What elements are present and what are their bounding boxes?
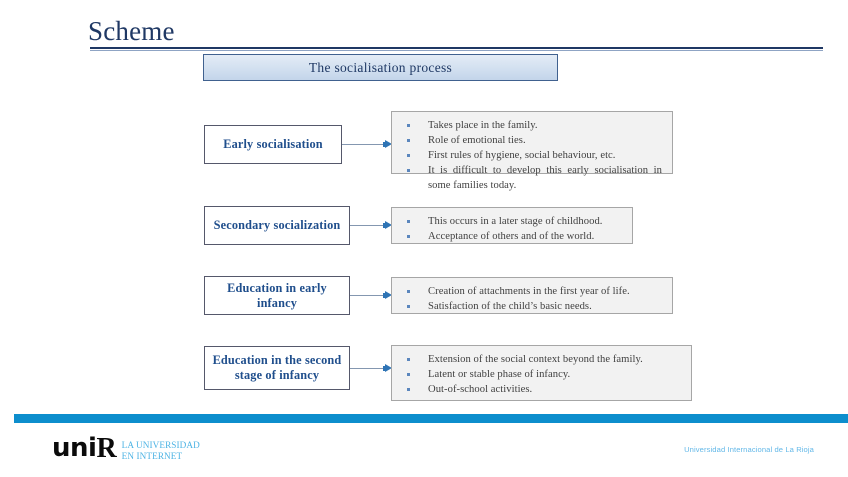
bullet-dot-icon — [407, 169, 410, 172]
arrow-shaft — [350, 295, 385, 296]
arrow-head-icon — [385, 140, 392, 148]
connector-arrow-row-1 — [342, 140, 392, 149]
title-underline — [90, 47, 823, 49]
stage-box-label: Education in early infancy — [227, 280, 327, 310]
list-item: Creation of attachments in the first yea… — [400, 284, 662, 299]
bullet-dot-icon — [407, 290, 410, 293]
unir-logo-tagline-line-1: LA UNIVERSIDAD — [121, 440, 200, 450]
arrow-tail-icon — [383, 223, 386, 228]
page-title: Scheme — [88, 16, 175, 46]
bullet-list: Takes place in the family. Role of emoti… — [400, 118, 662, 193]
list-item: Acceptance of others and of the world. — [400, 229, 622, 244]
bullet-list: Extension of the social context beyond t… — [400, 352, 681, 397]
list-item: Out-of-school activities. — [400, 382, 681, 397]
list-item-text: Takes place in the family. — [428, 120, 538, 131]
footer-accent-bar-seam — [14, 421, 234, 423]
list-item: First rules of hygiene, social behaviour… — [400, 148, 662, 163]
arrow-tail-icon — [383, 142, 386, 147]
unir-logo-wordmark-prefix: uni — [52, 433, 97, 463]
stage-box-secondary-socialization: Secondary socialization — [204, 206, 350, 245]
bullet-list: This occurs in a later stage of childhoo… — [400, 214, 622, 244]
content-box-education-early-infancy: Creation of attachments in the first yea… — [391, 277, 673, 314]
bullet-dot-icon — [407, 139, 410, 142]
list-item-text: Satisfaction of the child’s basic needs. — [428, 301, 592, 313]
connector-arrow-row-4 — [350, 364, 392, 373]
unir-logo-wordmark: uniR — [52, 433, 117, 464]
list-item-text: Role of emotional ties. — [428, 135, 526, 147]
bullet-dot-icon — [407, 358, 410, 361]
arrow-shaft — [350, 225, 385, 226]
content-box-education-second-stage-infancy: Extension of the social context beyond t… — [391, 345, 692, 401]
list-item-text: Extension of the social context beyond t… — [428, 354, 643, 365]
list-item-text: Acceptance of others and of the world. — [428, 231, 595, 243]
bullet-list: Creation of attachments in the first yea… — [400, 284, 662, 314]
list-item-text: Creation of attachments in the first yea… — [428, 286, 630, 297]
bullet-dot-icon — [407, 235, 410, 238]
list-item-text: Out-of-school activities. — [428, 384, 533, 396]
content-box-early-socialisation: Takes place in the family. Role of emoti… — [391, 111, 673, 191]
arrow-tail-icon — [383, 293, 386, 298]
list-item: Satisfaction of the child’s basic needs. — [400, 299, 662, 314]
list-item: Extension of the social context beyond t… — [400, 352, 681, 367]
footer-accent-bar — [14, 414, 848, 423]
header-box-label: The socialisation process — [308, 59, 453, 75]
unir-logo-tagline: LA UNIVERSIDAD EN INTERNET — [122, 440, 200, 462]
list-item-text: It is difficult to develop this early so… — [428, 165, 662, 192]
list-item: It is difficult to develop this early so… — [400, 163, 662, 193]
title-underline-secondary — [90, 50, 823, 51]
list-item: Role of emotional ties. — [400, 133, 662, 148]
arrow-shaft — [350, 368, 385, 369]
unir-logo: uniR LA UNIVERSIDAD EN INTERNET — [52, 433, 200, 464]
arrow-tail-icon — [383, 366, 386, 371]
list-item: Takes place in the family. — [400, 118, 662, 133]
list-item-text: This occurs in a later stage of childhoo… — [428, 216, 603, 227]
bullet-dot-icon — [407, 388, 410, 391]
stage-box-label: Early socialisation — [223, 137, 323, 151]
bullet-dot-icon — [407, 305, 410, 308]
bullet-dot-icon — [407, 124, 410, 127]
bullet-dot-icon — [407, 154, 410, 157]
arrow-head-icon — [385, 221, 392, 229]
connector-arrow-row-2 — [350, 221, 392, 230]
unir-logo-tagline-line-2: EN INTERNET — [121, 450, 183, 461]
stage-box-education-early-infancy: Education in early infancy — [204, 276, 350, 315]
header-box: The socialisation process — [203, 54, 558, 81]
stage-box-label: Education in the second stage of infancy — [212, 353, 342, 382]
list-item-text: First rules of hygiene, social behaviour… — [428, 150, 616, 162]
stage-box-early-socialisation: Early socialisation — [204, 125, 342, 164]
arrow-shaft — [342, 144, 385, 145]
bullet-dot-icon — [407, 373, 410, 376]
list-item-text: Latent or stable phase of infancy. — [428, 369, 571, 381]
content-box-secondary-socialization: This occurs in a later stage of childhoo… — [391, 207, 633, 244]
arrow-head-icon — [385, 364, 392, 372]
list-item: This occurs in a later stage of childhoo… — [400, 214, 622, 229]
bullet-dot-icon — [407, 220, 410, 223]
arrow-head-icon — [385, 291, 392, 299]
stage-box-label: Secondary socialization — [213, 218, 341, 232]
footer-university-name: Universidad Internacional de La Rioja — [684, 445, 814, 454]
list-item: Latent or stable phase of infancy. — [400, 367, 681, 382]
connector-arrow-row-3 — [350, 291, 392, 300]
stage-box-education-second-stage-infancy: Education in the second stage of infancy — [204, 346, 350, 390]
unir-logo-wordmark-suffix: R — [96, 433, 116, 464]
